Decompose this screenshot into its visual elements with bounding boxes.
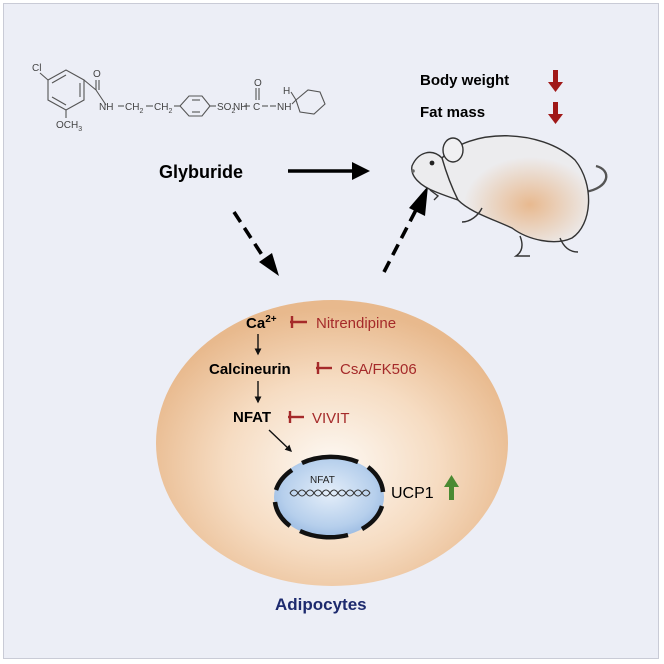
inhibition-bar-icon	[316, 362, 332, 374]
h-label: H	[283, 86, 290, 97]
drug-to-cell-arrowhead	[259, 253, 279, 276]
cell-to-rat-arrowhead	[409, 186, 428, 216]
down-arrow-icon	[548, 70, 563, 92]
adipocyte-cell	[156, 300, 508, 586]
ucp1-label: UCP1	[391, 485, 434, 502]
cl-label: Cl	[32, 63, 41, 74]
effect-fat-mass: Fat mass	[420, 104, 485, 121]
amide-nh-label: NH	[99, 102, 113, 113]
so2-label: SO2	[217, 102, 235, 115]
csa-fk506-label: CsA/FK506	[340, 361, 417, 378]
glyburide-structure	[39, 69, 326, 118]
cell-to-rat-dashed-arrow	[382, 205, 420, 273]
inhibition-bar-icon	[290, 316, 307, 328]
nfat-to-nucleus-arrow	[268, 429, 293, 452]
carbonyl-o-label: O	[93, 69, 101, 80]
effect-arrows	[548, 70, 563, 124]
rat-icon	[411, 135, 608, 257]
dna-helix-icon	[289, 489, 371, 497]
nucleus	[272, 454, 386, 540]
calcineurin-label: Calcineurin	[209, 361, 291, 378]
down-arrow-icon	[548, 102, 563, 124]
nfat-label: NFAT	[233, 409, 271, 426]
structure-labels: Cl O NH CH2 CH2 SO2 NH C O NH H OCH3	[32, 63, 291, 133]
drug-to-cell-dashed-arrow	[232, 211, 266, 259]
drug-to-rat-arrowhead	[352, 162, 370, 180]
urea-o-label: O	[254, 78, 262, 89]
och3-label: OCH3	[56, 120, 82, 133]
drug-label: Glyburide	[159, 162, 243, 182]
nitrendipine-label: Nitrendipine	[316, 315, 396, 332]
sulfonyl-nh-label: NH	[233, 102, 247, 113]
urea-nh-label: NH	[277, 102, 291, 113]
effect-body-weight: Body weight	[420, 72, 509, 89]
ca-label: Ca2+	[246, 314, 277, 332]
inhibition-bar-icon	[288, 411, 304, 423]
vivit-label: VIVIT	[312, 410, 350, 427]
urea-c-label: C	[253, 102, 260, 113]
ch2-label-1: CH2	[125, 102, 143, 115]
up-arrow-icon	[444, 475, 459, 500]
nucleus-nfat-label: NFAT	[310, 475, 335, 486]
ch2-label-2: CH2	[154, 102, 172, 115]
arrows	[232, 162, 428, 276]
cell-label: Adipocytes	[275, 595, 367, 614]
